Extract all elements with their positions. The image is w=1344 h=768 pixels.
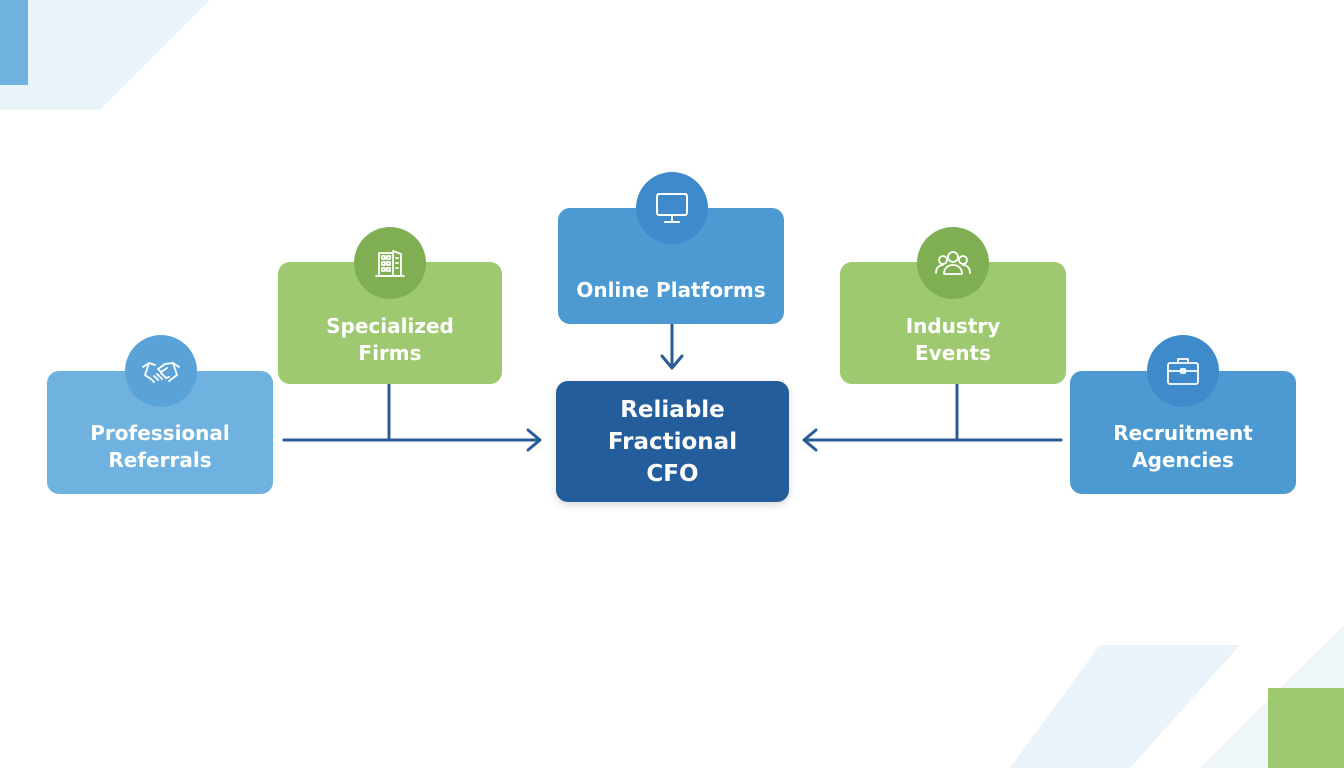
briefcase-icon xyxy=(1147,335,1219,407)
node-recruitment-agencies-line1: Recruitment xyxy=(1113,420,1253,445)
node-professional-referrals: Professional Referrals xyxy=(47,371,273,494)
node-reliable-fractional-cfo: Reliable Fractional CFO xyxy=(556,381,789,502)
building-icon xyxy=(354,227,426,299)
people-group-icon xyxy=(917,227,989,299)
center-line3: CFO xyxy=(646,460,699,487)
node-online-platforms-label: Online Platforms xyxy=(576,277,766,302)
node-specialized-firms-line1: Specialized xyxy=(326,314,454,338)
node-professional-referrals-line1: Professional xyxy=(90,420,230,445)
center-line2: Fractional xyxy=(607,428,738,455)
node-professional-referrals-line2: Referrals xyxy=(108,447,212,472)
node-recruitment-agencies-line2: Agencies xyxy=(1132,447,1234,472)
monitor-icon xyxy=(636,172,708,244)
center-line1: Reliable xyxy=(620,396,725,423)
handshake-icon xyxy=(125,335,197,407)
node-industry-events-line1: Industry xyxy=(905,314,1001,338)
node-specialized-firms-line2: Firms xyxy=(358,341,422,365)
node-industry-events-line2: Events xyxy=(915,341,991,365)
